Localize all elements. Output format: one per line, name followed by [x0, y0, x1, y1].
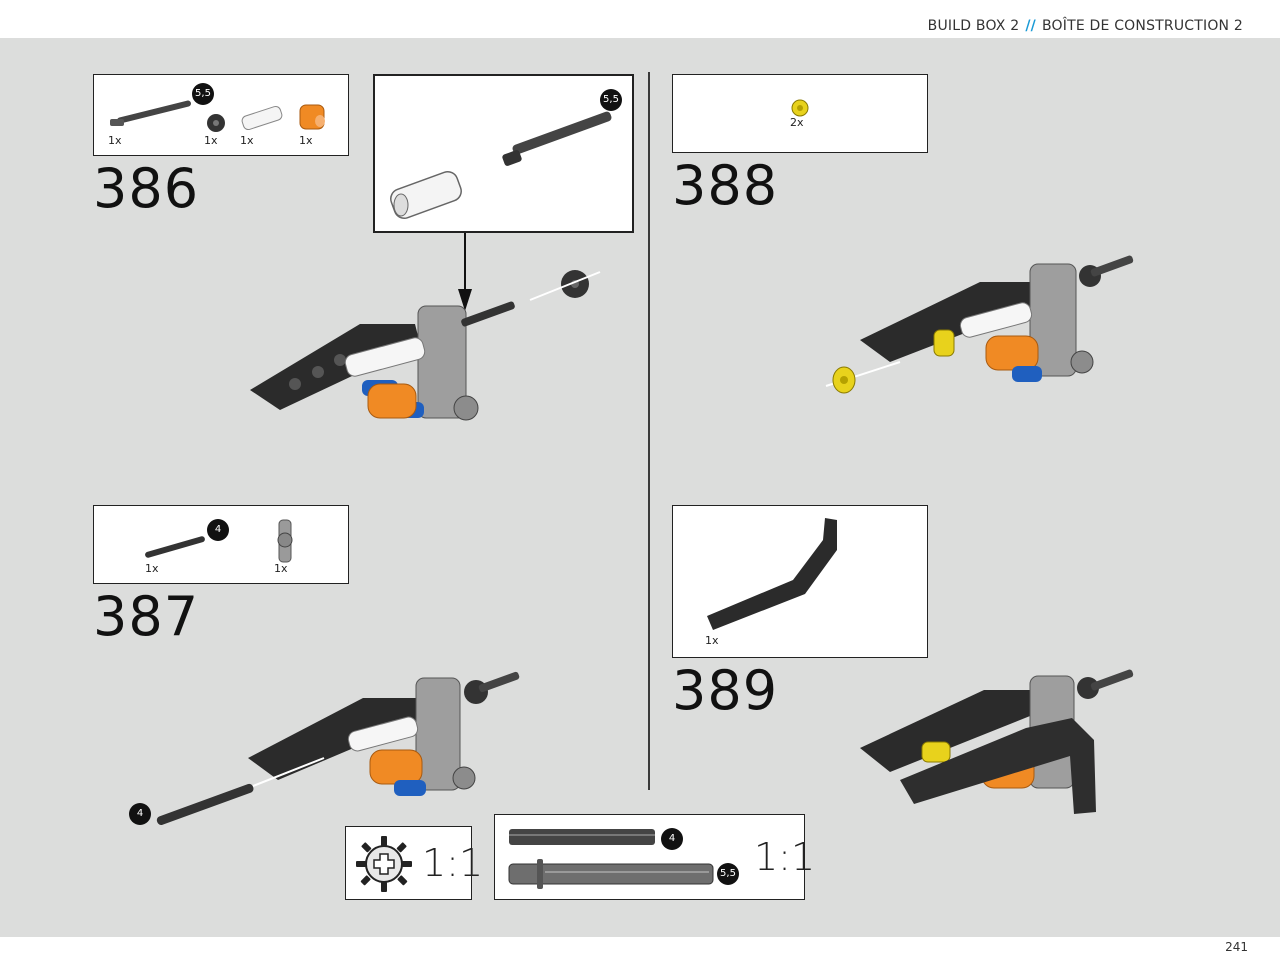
arrow-icon — [529, 271, 601, 301]
yellow-bush-part-icon — [791, 99, 809, 117]
length-badge: 4 — [129, 803, 151, 825]
length-badge: 5,5 — [600, 89, 622, 111]
axle-part-icon — [502, 111, 612, 166]
gear-part-icon — [464, 671, 520, 704]
assembly-drawing-386 — [250, 270, 601, 421]
part-quantity: 1x — [108, 134, 122, 147]
orange-bush-part-icon — [369, 749, 423, 785]
parts-list-386: 5,5 1x 1x 1x 1x — [93, 74, 349, 156]
arrow-icon — [455, 162, 498, 184]
parts-list-387: 4 1x 1x — [93, 505, 349, 584]
assembly-drawing-387 — [156, 671, 520, 826]
axle-scale-box: 4 5,5 1:1 — [494, 814, 815, 900]
white-pin-part-icon — [347, 716, 419, 752]
gear-scale-box: 1:1 — [345, 826, 483, 900]
blue-pin-part-icon — [1012, 366, 1042, 382]
header-separator: // — [1025, 18, 1036, 34]
yellow-bush-part-icon — [832, 366, 856, 394]
scale-ratio: 1:1 — [422, 841, 484, 885]
length-badge: 4 — [207, 519, 229, 541]
frame-part-icon — [415, 677, 461, 791]
page-number: 241 — [1225, 940, 1248, 954]
callout-arrow-icon — [458, 233, 472, 311]
connector-part-icon — [452, 766, 476, 790]
assembly-drawing-389 — [860, 669, 1134, 814]
orange-bush-part-icon — [299, 104, 325, 130]
parts-387-drawing — [145, 519, 293, 563]
subassembly-drawing — [390, 111, 612, 219]
axle-part-icon — [508, 859, 714, 889]
arrow-icon — [247, 757, 325, 789]
gear-part-icon — [1077, 669, 1134, 699]
axle-part-icon — [145, 536, 205, 558]
axle-part-icon — [509, 829, 655, 845]
subassembly-callout-386: 5,5 — [373, 74, 634, 233]
yellow-bush-part-icon — [933, 329, 955, 357]
parts-list-389: 1x — [672, 505, 928, 658]
white-pin-part-icon — [344, 337, 426, 377]
scale-ratio: 1:1 — [754, 835, 816, 879]
white-pin-part-icon — [241, 105, 283, 131]
gear-part-icon — [1079, 255, 1134, 287]
length-badge: 5,5 — [192, 83, 214, 105]
beam-part-icon — [248, 698, 420, 780]
white-pin-part-icon — [959, 302, 1033, 338]
connector-part-icon — [453, 395, 479, 421]
orange-bush-part-icon — [367, 383, 417, 419]
page-footer: 241 — [0, 937, 1280, 974]
blue-pin-part-icon — [394, 780, 426, 796]
gear-icon — [356, 836, 412, 892]
angled-beam-part-icon — [900, 718, 1096, 814]
parts-list-388: 2x — [672, 74, 928, 153]
axle-part-icon — [461, 301, 515, 327]
parts-386-drawing — [110, 100, 325, 132]
step-number: 388 — [672, 154, 779, 217]
part-quantity: 1x — [274, 562, 288, 575]
header-title-fr: BOÎTE DE CONSTRUCTION 2 — [1041, 18, 1243, 34]
column-divider — [648, 72, 650, 790]
part-quantity: 1x — [145, 562, 159, 575]
angled-beam-part-icon — [707, 518, 837, 630]
step-number: 389 — [672, 659, 779, 722]
beam-part-icon — [860, 282, 1040, 362]
gear-part-icon — [561, 270, 589, 298]
part-quantity: 1x — [705, 634, 719, 647]
yellow-bush-part-icon — [921, 741, 951, 763]
page-header: BUILD BOX 2 // BOÎTE DE CONSTRUCTION 2 — [0, 0, 1280, 38]
header-title: BUILD BOX 2 // BOÎTE DE CONSTRUCTION 2 — [928, 18, 1243, 34]
parts-389-drawing — [707, 518, 837, 630]
gear-part-icon — [207, 114, 225, 132]
part-quantity: 2x — [790, 116, 804, 129]
beam-part-icon — [250, 324, 420, 410]
step-number: 386 — [93, 157, 200, 220]
header-title-en: BUILD BOX 2 — [927, 18, 1020, 34]
assembly-drawing-388 — [825, 255, 1134, 394]
beam-part-icon — [860, 690, 1040, 772]
white-pin-part-icon — [390, 171, 462, 219]
length-badge: 4 — [661, 828, 683, 850]
parts-388-drawing — [791, 99, 809, 117]
part-quantity: 1x — [240, 134, 254, 147]
part-quantity: 1x — [299, 134, 313, 147]
frame-part-icon — [417, 305, 467, 419]
connector-part-icon — [277, 519, 293, 563]
orange-bush-part-icon — [985, 335, 1039, 371]
step-number: 387 — [93, 585, 200, 648]
part-quantity: 1x — [204, 134, 218, 147]
axle-part-icon — [156, 783, 254, 826]
axle-scale-drawing — [508, 829, 714, 889]
connector-part-icon — [1070, 350, 1094, 374]
length-badge: 5,5 — [717, 863, 739, 885]
axle-part-icon — [110, 100, 191, 126]
